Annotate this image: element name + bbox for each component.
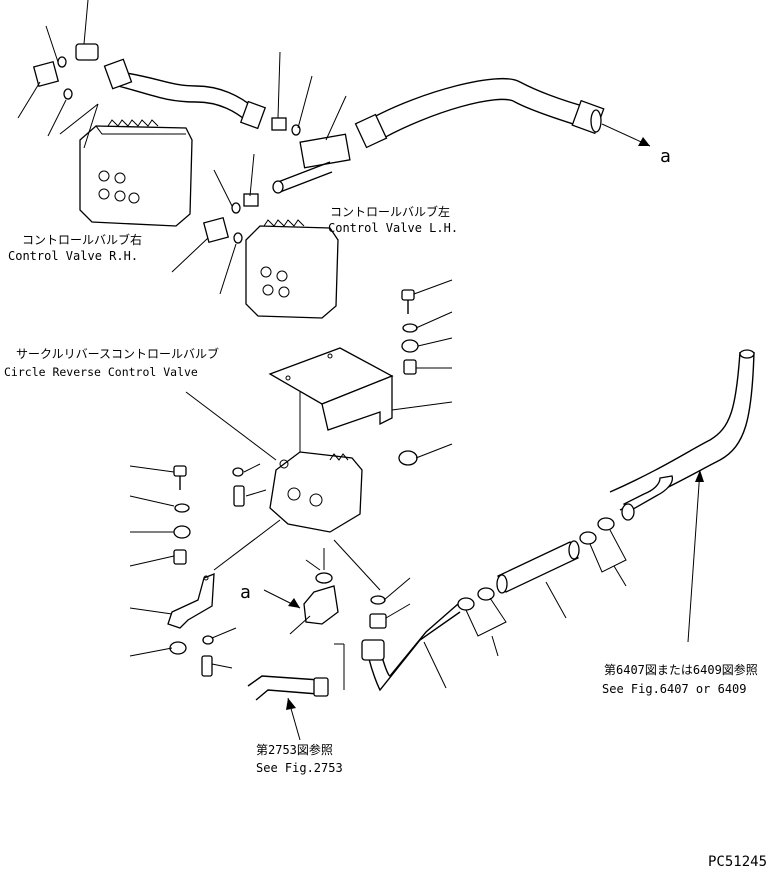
center-fittings <box>333 539 411 629</box>
upper-middle-hose <box>103 58 267 130</box>
middle-fittings <box>271 51 351 194</box>
callout-a-top: a <box>660 146 671 167</box>
label-control-valve-rh-jp: コントロールバルブ右 <box>22 232 142 247</box>
elbow-fitting <box>263 548 339 635</box>
upper-tube <box>609 349 755 643</box>
drawing-code: PC51245 <box>708 854 767 870</box>
pipe-to-2753 <box>247 643 345 741</box>
label-ref-6407-en: See Fig.6407 or 6409 <box>602 682 747 696</box>
top-left-fittings <box>17 0 99 137</box>
lower-pipe-assembly <box>361 517 627 692</box>
mounting-bracket <box>268 347 394 462</box>
upper-right-hose <box>354 78 605 149</box>
label-ref-2753-en: See Fig.2753 <box>256 761 343 775</box>
arrow-to-a <box>601 123 651 147</box>
lower-bracket <box>129 519 281 677</box>
label-control-valve-lh-jp: コントロールバルブ左 <box>330 204 450 219</box>
callout-a-left: a <box>240 582 251 603</box>
circle-reverse-valve <box>185 391 363 533</box>
label-ref-2753-jp: 第2753図参照 <box>256 742 333 757</box>
label-circle-reverse-jp: サークルリバースコントロールバルブ <box>16 346 219 361</box>
label-control-valve-lh-en: Control Valve L.H. <box>328 221 458 235</box>
label-circle-reverse-en: Circle Reverse Control Valve <box>4 365 198 379</box>
bolt-stack-left <box>129 463 267 567</box>
bolt-stack-right <box>391 279 453 466</box>
label-ref-6407-jp: 第6407図または6409図参照 <box>604 662 758 677</box>
control-valve-rh <box>59 103 193 227</box>
label-control-valve-rh-en: Control Valve R.H. <box>8 249 138 263</box>
control-valve-lh <box>171 153 339 319</box>
